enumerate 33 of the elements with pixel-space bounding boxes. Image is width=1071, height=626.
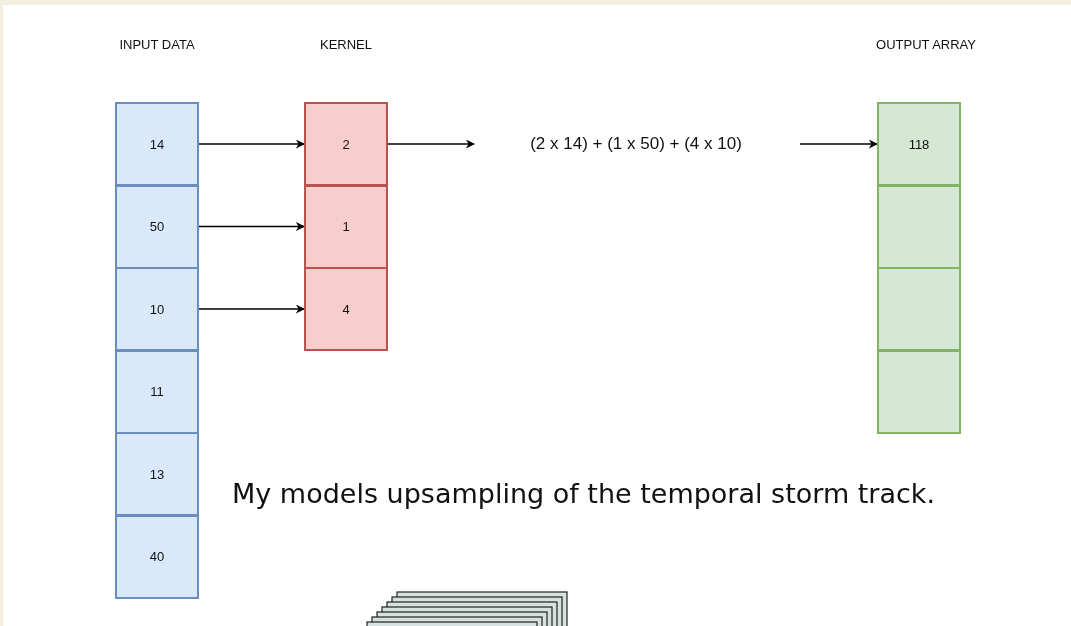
cell-value: 1 (342, 219, 350, 234)
formula-text: (2 x 14) + (1 x 50) + (4 x 10) (480, 131, 792, 157)
cell-value: 13 (149, 466, 165, 482)
arrow (387, 139, 475, 149)
kernel-cell (304, 102, 388, 186)
cell-value: 40 (149, 549, 165, 564)
input-cell (115, 184, 199, 269)
input-cell (115, 349, 199, 434)
output-cell (877, 102, 961, 186)
cell-value: 14 (149, 136, 165, 152)
cell-value: 2 (342, 136, 350, 152)
arrow (198, 304, 305, 314)
input-cell (115, 432, 199, 516)
arrow (799, 139, 878, 149)
arrow (198, 222, 305, 231)
column-heading: INPUT DATA (119, 37, 195, 52)
input-cell (115, 514, 199, 599)
column-heading: OUTPUT ARRAY (876, 37, 976, 52)
cell-value: 10 (149, 301, 165, 317)
arrow (198, 139, 305, 149)
output-cell (877, 349, 961, 434)
input-cell (115, 102, 199, 186)
output-cell (877, 184, 961, 269)
caption: My models upsampling of the temporal storm track. (232, 478, 936, 509)
kernel-cell (304, 184, 388, 269)
kernel-cell (304, 267, 388, 351)
cell-value: 50 (149, 219, 165, 234)
output-cell (877, 267, 961, 351)
cell-value: 4 (342, 301, 350, 317)
input-cell (115, 267, 199, 351)
column-heading: KERNEL (320, 37, 372, 52)
cell-value: 11 (150, 384, 164, 399)
cell-value: 118 (908, 136, 930, 152)
